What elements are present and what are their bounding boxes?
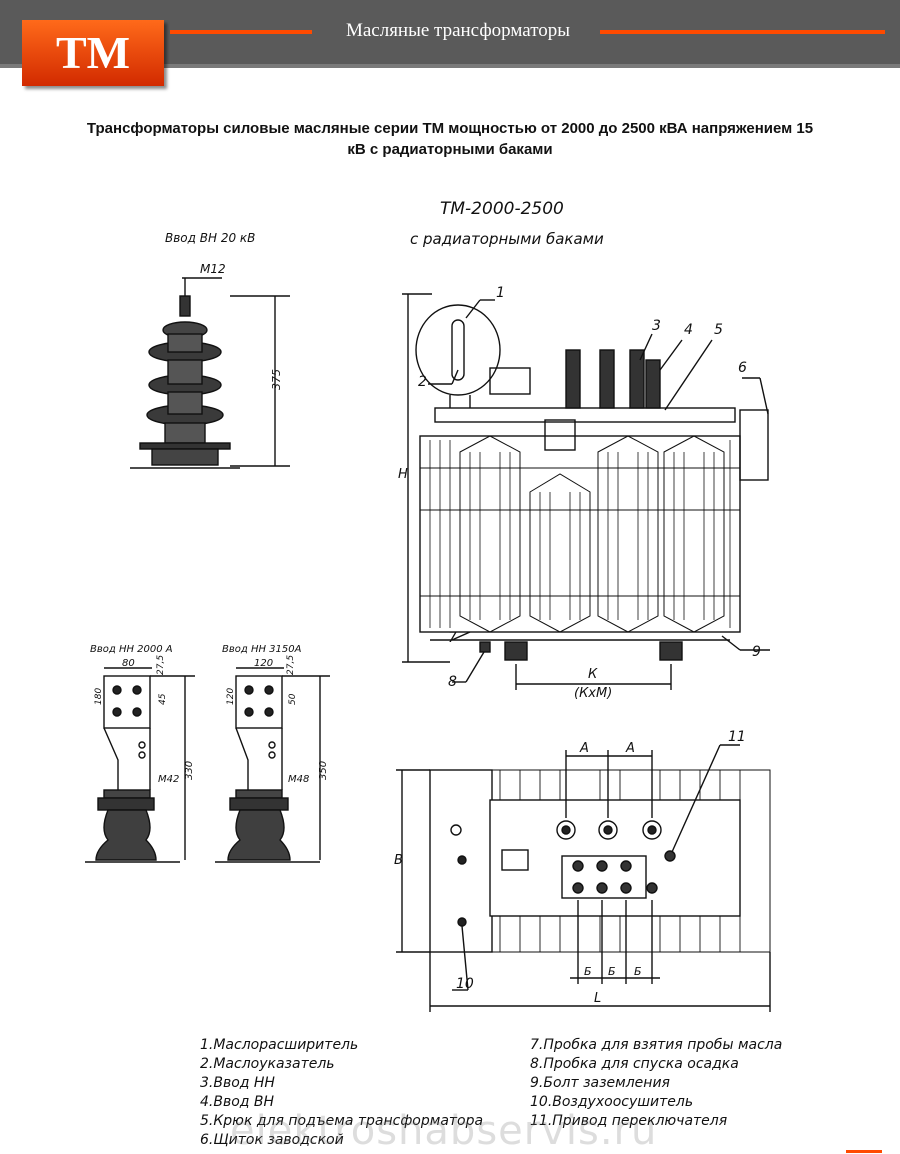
svg-text:120: 120 — [226, 688, 236, 705]
svg-text:7: 7 — [448, 630, 457, 646]
dim-B: В — [394, 853, 403, 868]
logo-text: TM — [55, 27, 131, 78]
legend-item-7: 7.Пробка для взятия пробы масла — [530, 1037, 783, 1053]
svg-text:11: 11 — [728, 729, 746, 745]
svg-text:4: 4 — [684, 322, 693, 338]
logo: TM — [22, 20, 164, 86]
header-title: Масляные трансформаторы — [345, 20, 571, 41]
legend-item-5: 5.Крюк для подъема трансформатора — [200, 1113, 484, 1129]
footer-accent — [846, 1150, 882, 1153]
legend-item-3: 3.Ввод НН — [200, 1075, 275, 1091]
svg-text:27,5: 27,5 — [286, 655, 296, 675]
header-accent-line-right — [600, 30, 885, 34]
page-heading: Трансформаторы силовые масляные серии ТМ… — [20, 118, 880, 160]
svg-text:Б: Б — [584, 965, 592, 978]
svg-text:50: 50 — [288, 693, 298, 705]
svg-text:45: 45 — [158, 693, 168, 705]
legend-item-1: 1.Маслорасширитель — [200, 1037, 359, 1053]
heading-line-2: кВ с радиаторными баками — [347, 141, 553, 158]
dim-A-1: А — [579, 741, 589, 756]
svg-text:9: 9 — [752, 644, 761, 660]
drawing-subtitle: с радиаторными баками — [410, 230, 604, 248]
lv-bushing-2000-drawing: Ввод НН 2000 А 80 27,5 45 180 М42 330 — [85, 644, 195, 863]
svg-text:5: 5 — [714, 322, 723, 338]
svg-text:2: 2 — [418, 374, 427, 390]
legend-item-10: 10.Воздухоосушитель — [530, 1094, 694, 1110]
legend-item-8: 8.Пробка для спуска осадка — [530, 1056, 739, 1072]
hv-bushing-drawing: Ввод ВН 20 кВ М12 375 — [130, 231, 290, 469]
svg-text:Б: Б — [634, 965, 642, 978]
svg-text:180: 180 — [94, 688, 104, 705]
svg-text:27,5: 27,5 — [156, 655, 166, 675]
svg-text:8: 8 — [448, 674, 457, 690]
legend-left: 1.Маслорасширитель 2.Маслоуказатель 3.Вв… — [200, 1036, 483, 1150]
watermark: elektroshabservis.ru — [230, 1108, 658, 1154]
header-underline — [0, 64, 900, 68]
legend-item-9: 9.Болт заземления — [530, 1075, 670, 1091]
dim-K: К — [588, 667, 598, 682]
transformer-side-view: Н — [398, 285, 770, 701]
dim-H: Н — [398, 467, 408, 482]
lv2000-title: Ввод НН 2000 А — [90, 644, 173, 655]
radiator-fins — [459, 435, 725, 633]
legend-item-11: 11.Привод переключателя — [530, 1113, 728, 1129]
svg-text:10: 10 — [456, 976, 474, 992]
legend-item-6: 6.Щиток заводской — [200, 1132, 344, 1148]
transformer-plan-view: А А В Б Б Б L 10 11 — [394, 729, 771, 1012]
svg-text:Б: Б — [608, 965, 616, 978]
svg-text:120: 120 — [254, 658, 273, 669]
svg-text:330: 330 — [184, 761, 195, 780]
hv-height-label: 375 — [270, 369, 283, 390]
svg-text:М48: М48 — [288, 774, 309, 785]
dim-L: L — [594, 991, 601, 1006]
heading-line-1: Трансформаторы силовые масляные серии ТМ… — [86, 120, 814, 137]
svg-text:6: 6 — [738, 360, 747, 376]
svg-text:350: 350 — [318, 761, 329, 780]
header-accent-line-left — [170, 30, 312, 34]
legend-right: 7.Пробка для взятия пробы масла 8.Пробка… — [530, 1036, 782, 1131]
hv-thread-label: М12 — [200, 262, 226, 276]
svg-text:3: 3 — [652, 318, 661, 334]
svg-text:80: 80 — [122, 658, 135, 669]
svg-text:М42: М42 — [158, 774, 179, 785]
dim-A-2: А — [625, 741, 635, 756]
dim-KxM: (КхМ) — [574, 686, 612, 701]
drawing-title: ТМ-2000-2500 — [440, 199, 564, 219]
lv3150-title: Ввод НН 3150А — [222, 644, 302, 655]
legend-item-2: 2.Маслоуказатель — [200, 1056, 335, 1072]
hv-bushing-title: Ввод ВН 20 кВ — [165, 231, 255, 245]
svg-text:1: 1 — [496, 285, 505, 301]
legend-item-4: 4.Ввод ВН — [200, 1094, 275, 1110]
lv-bushing-3150-drawing: Ввод НН 3150А 120 27,5 50 120 М48 350 — [215, 644, 330, 863]
